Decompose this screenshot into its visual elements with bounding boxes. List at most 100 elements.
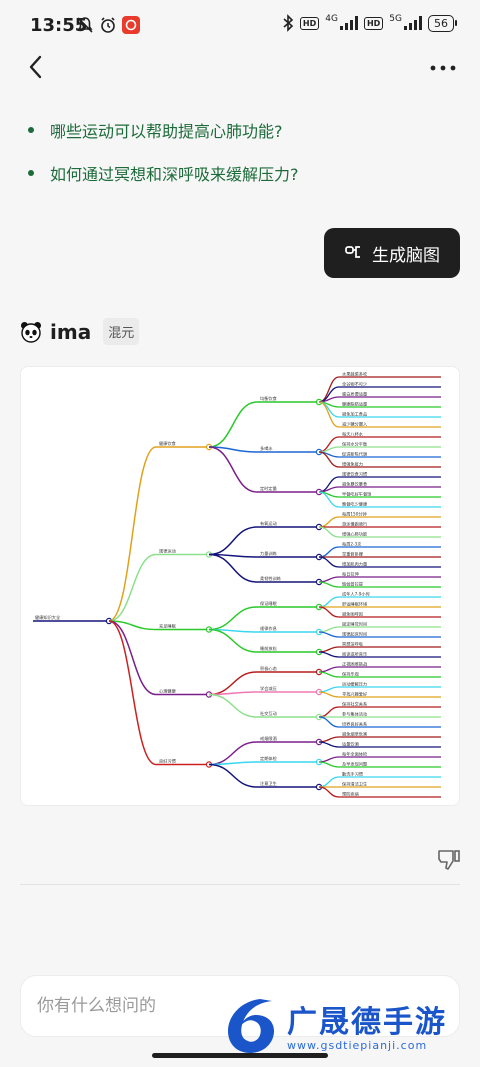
leaf-label: 每天八杯水 — [342, 431, 364, 438]
leaf-link — [318, 646, 340, 653]
leaf-label: 保持社交关系 — [342, 701, 367, 708]
leaf-label: 保持水分平衡 — [342, 441, 367, 448]
watermark-url: www.gsdtiepianji.com — [287, 1039, 428, 1052]
subbranch-label: 睡前放松 — [260, 645, 277, 652]
subbranch-label: 力量训练 — [260, 550, 278, 557]
leaf-link — [318, 736, 340, 743]
dislike-icon[interactable] — [436, 848, 462, 872]
leaf-link — [318, 516, 340, 528]
divider — [20, 884, 460, 885]
subbranch-link — [208, 401, 258, 448]
home-indicator[interactable] — [152, 1053, 328, 1058]
branch-label: 良好习惯 — [159, 758, 176, 765]
leaf-label: 正视困难挑战 — [342, 661, 368, 668]
branch-link — [108, 620, 157, 766]
leaf-label: 每周150分钟 — [342, 511, 367, 518]
subbranch-label: 戒烟限酒 — [260, 735, 277, 742]
subbranch-label: 均衡饮食 — [260, 395, 278, 402]
subbranch-link — [208, 741, 258, 766]
watermark: 广晟德手游 www.gsdtiepianji.com — [220, 995, 480, 1057]
leaf-label: 运动缓解压力 — [342, 681, 367, 688]
leaf-link — [318, 631, 340, 638]
suggestion-item-1[interactable]: 哪些运动可以帮助提高心肺功能? — [28, 118, 448, 142]
suggestion-item-2[interactable]: 如何通过冥想和深呼吸来缓解压力? — [28, 161, 448, 185]
leaf-link — [318, 556, 340, 568]
bluetooth-icon — [283, 14, 294, 32]
generate-mindmap-label: 生成脑图 — [372, 245, 440, 266]
leaf-link — [318, 756, 340, 763]
leaf-label: 规律饮食习惯 — [342, 471, 367, 478]
assistant-header: ima 混元 — [20, 318, 140, 345]
suggestion-text: 如何通过冥想和深呼吸来缓解压力? — [50, 165, 299, 184]
leaf-link — [318, 626, 340, 633]
leaf-label: 舒适睡眠环境 — [342, 601, 367, 608]
leaf-label: 勤洗手习惯 — [342, 771, 363, 778]
branch-link — [108, 446, 157, 622]
leaf-label: 寻找兴趣爱好 — [342, 691, 367, 698]
mindmap-card[interactable]: 健康知识大全健康饮食均衡饮食水果蔬菜多吃全谷物不可少蛋白质要适量健康脂肪适量避免… — [20, 366, 460, 806]
leaf-link — [318, 776, 340, 788]
leaf-label: 晚餐吃少健康 — [342, 501, 368, 508]
subbranch-link — [208, 526, 258, 556]
leaf-link — [318, 446, 340, 453]
leaf-label: 保持清洁卫生 — [342, 781, 367, 788]
leaf-label: 每年全面体检 — [342, 751, 368, 758]
leaf-link — [318, 491, 340, 508]
assistant-name: ima — [50, 319, 92, 344]
leaf-link — [318, 671, 340, 678]
subbranch-label: 规律作息 — [260, 625, 277, 632]
signal-icon-1 — [339, 16, 358, 30]
subbranch-label: 柔韧性训练 — [260, 575, 282, 582]
bullet-dot — [28, 127, 34, 133]
subbranch-link — [208, 606, 258, 631]
leaf-label: 每周2-3次 — [342, 541, 362, 548]
signal-icon-2 — [404, 16, 422, 30]
leaf-link — [318, 451, 340, 468]
leaf-label: 减少糖分摄入 — [342, 421, 368, 428]
branch-link — [108, 620, 157, 631]
leaf-label: 避免咖啡因 — [342, 611, 363, 618]
subbranch-link — [208, 763, 258, 788]
leaf-link — [318, 376, 340, 403]
subbranch-label: 社交互动 — [260, 710, 277, 717]
more-options-icon[interactable] — [428, 56, 458, 80]
subbranch-label: 积极心态 — [260, 665, 277, 672]
back-arrow-icon[interactable] — [22, 52, 52, 82]
subbranch-label: 学会减压 — [260, 685, 277, 692]
leaf-link — [318, 761, 340, 768]
leaf-link — [318, 686, 340, 693]
status-bar: 13:55 HD 4G HD 5G — [0, 0, 480, 52]
watermark-logo — [228, 999, 274, 1053]
branch-label: 规律运动 — [159, 548, 176, 555]
status-time: 13:55 — [30, 15, 88, 36]
leaf-label: 蛋白质要适量 — [342, 391, 367, 398]
leaf-label: 增加肌肉力量 — [342, 561, 367, 568]
leaf-label: 游泳慢跑骑行 — [342, 521, 367, 528]
alarm-clock-icon — [101, 17, 115, 33]
leaf-link — [318, 786, 340, 798]
subbranch-link — [208, 553, 258, 583]
branch-label: 充足睡眠 — [159, 623, 177, 630]
subbranch-link — [208, 446, 258, 453]
subbranch-link — [208, 628, 258, 653]
root-node-label: 健康知识大全 — [35, 614, 61, 621]
leaf-link — [318, 396, 340, 403]
generate-mindmap-button[interactable]: 生成脑图 — [324, 228, 460, 278]
leaf-link — [318, 716, 340, 728]
subbranch-label: 保证睡眠 — [260, 600, 278, 607]
leaf-label: 全谷物不可少 — [342, 381, 367, 388]
branch-link — [108, 620, 157, 696]
leaf-link — [318, 526, 340, 538]
leaf-link — [318, 606, 340, 618]
mindmap-graph: 健康知识大全健康饮食均衡饮食水果蔬菜多吃全谷物不可少蛋白质要适量健康脂肪适量避免… — [33, 371, 441, 798]
leaf-label: 预防疾病 — [342, 791, 359, 798]
watermark-brand: 广晟德手游 — [287, 1005, 447, 1040]
leaf-label: 促进新陈代谢 — [342, 451, 367, 458]
leaf-link — [318, 546, 340, 558]
leaf-label: 冥想深呼吸 — [342, 641, 364, 648]
leaf-link — [318, 741, 340, 748]
leaf-label: 保持乐观 — [342, 671, 360, 678]
leaf-link — [318, 401, 340, 428]
leaf-link — [318, 691, 340, 698]
subbranch-label: 注意卫生 — [260, 780, 277, 787]
